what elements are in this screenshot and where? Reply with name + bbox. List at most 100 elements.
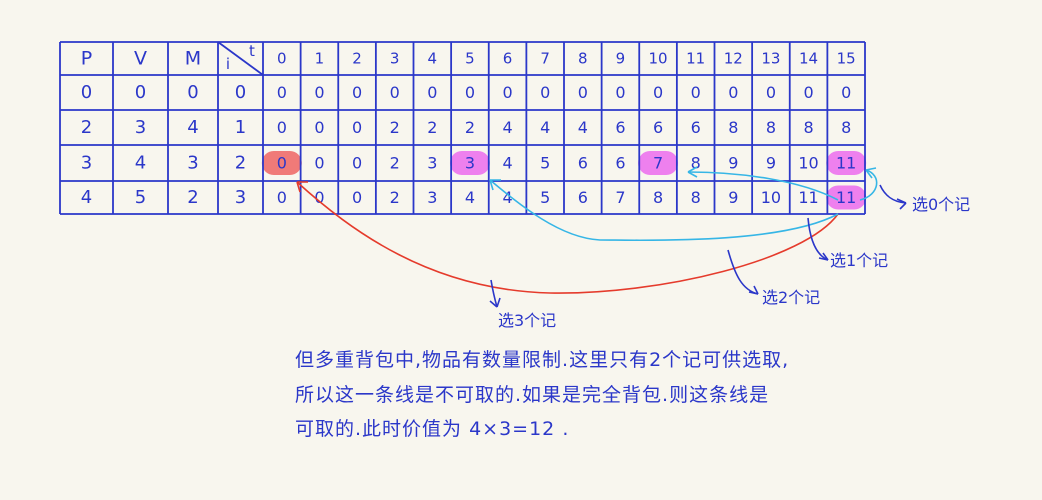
annotation-pick0: 选0个记 [912,195,970,214]
dp-cell-value: 0 [352,188,362,207]
cyan-arrow-head [687,166,698,178]
dp-cell-value: 4 [540,118,550,137]
highlight-cell [826,151,867,175]
dp-cell-value: 0 [277,188,287,207]
capacity-header: 10 [649,50,668,68]
dp-cell-value: 9 [728,188,738,207]
item-v-value: 4 [135,153,146,174]
dp-cell-value: 10 [798,154,818,173]
capacity-header: 2 [352,50,362,68]
capacity-header: 13 [761,50,780,68]
dp-cell-value: 7 [615,188,625,207]
dp-cell-value: 4 [502,118,512,137]
pointer-pick2 [727,249,759,295]
pointer-arrow-head [896,198,907,210]
corner-col-label: t [249,42,255,60]
row-index: 3 [235,187,246,208]
dp-cell-value: 4 [578,118,588,137]
item-p-value: 4 [81,187,92,208]
row-index: 0 [235,82,246,103]
highlight-cell [449,151,490,175]
pointer-pick3 [490,279,498,308]
cyan-arrow-head [489,179,501,191]
dp-cell-value: 3 [427,154,437,173]
corner-row-label: i [226,55,230,73]
capacity-header: 12 [724,50,743,68]
item-m-value: 2 [187,187,198,208]
item-v-value: 0 [135,82,146,103]
dp-cell-value: 0 [352,118,362,137]
dp-cell-value: 6 [691,118,701,137]
dp-cell-value: 0 [314,154,324,173]
annotation-pick3: 选3个记 [498,311,556,330]
dp-cell-value: 0 [465,83,475,102]
dp-cell-value: 2 [427,118,437,137]
dp-cell-value: 4 [502,188,512,207]
dp-cell-value: 2 [465,118,475,137]
dp-cell-value: 8 [841,118,851,137]
note-line-1: 但多重背包中,物品有数量限制.这里只有2个记可供选取, [295,349,790,371]
capacity-header: 14 [799,50,818,68]
dp-cell-value: 8 [766,118,776,137]
pointer-arrow-head [818,252,829,261]
dp-cell-value: 0 [352,83,362,102]
dp-cell-value: 11 [798,188,818,207]
dp-cell-value: 9 [766,154,776,173]
dp-cell-value: 4 [465,188,475,207]
dp-cell-value: 2 [390,154,400,173]
dp-cell-value: 2 [390,118,400,137]
dp-cell-value: 4 [502,154,512,173]
dp-cell-value: 0 [803,83,813,102]
dp-cell-value: 7 [653,154,663,173]
dp-cell-value: 6 [653,118,663,137]
dp-cell-value: 0 [691,83,701,102]
capacity-header: 8 [578,50,588,68]
highlight-cell [826,185,867,210]
dp-cell-value: 11 [836,188,856,207]
row-index: 1 [235,117,246,138]
dp-cell-value: 0 [390,83,400,102]
dp-cell-value: 11 [836,154,856,173]
dp-cell-value: 5 [540,188,550,207]
dp-cell-value: 0 [841,83,851,102]
dp-cell-value: 0 [352,154,362,173]
dp-cell-value: 3 [465,154,475,173]
dp-cell-value: 0 [314,118,324,137]
dp-cell-value: 0 [653,83,663,102]
dp-cell-value: 0 [314,188,324,207]
capacity-header: 0 [277,50,287,68]
capacity-header: 5 [465,50,475,68]
item-p-value: 2 [81,117,92,138]
item-p-value: 0 [81,82,92,103]
dp-cell-value: 8 [728,118,738,137]
capacity-header: 1 [315,50,325,68]
cyan-line-10 [687,171,839,201]
cyan-arrow-head [865,167,877,179]
dp-cell-value: 0 [277,83,287,102]
item-v-value: 3 [135,117,146,138]
note-line-2: 所以这一条线是不可取的.如果是完全背包.则这条线是 [295,384,770,406]
highlight-cell [638,151,679,175]
pointer-arrow-head [489,297,501,308]
dp-cell-value: 9 [728,154,738,173]
cyan-line-15 [859,169,878,201]
capacity-header: 3 [390,50,400,68]
capacity-header: 15 [837,50,856,68]
dp-cell-value: 6 [578,188,588,207]
dp-cell-value: 8 [653,188,663,207]
item-header-p: P [81,48,92,70]
dp-cell-value: 0 [277,118,287,137]
pointer-pick1 [807,217,829,261]
item-m-value: 3 [187,153,198,174]
red-arrow-head [296,181,308,193]
note-line-3: 可取的.此时价值为 4×3=12 . [295,418,570,440]
dp-cell-value: 0 [540,83,550,102]
dp-cell-value: 0 [314,83,324,102]
highlight-cell [261,151,302,175]
item-m-value: 0 [187,82,198,103]
dp-cell-value: 8 [691,154,701,173]
corner-diagonal [217,41,264,76]
dp-cell-value: 6 [615,154,625,173]
pointer-arrow-head [748,285,759,295]
